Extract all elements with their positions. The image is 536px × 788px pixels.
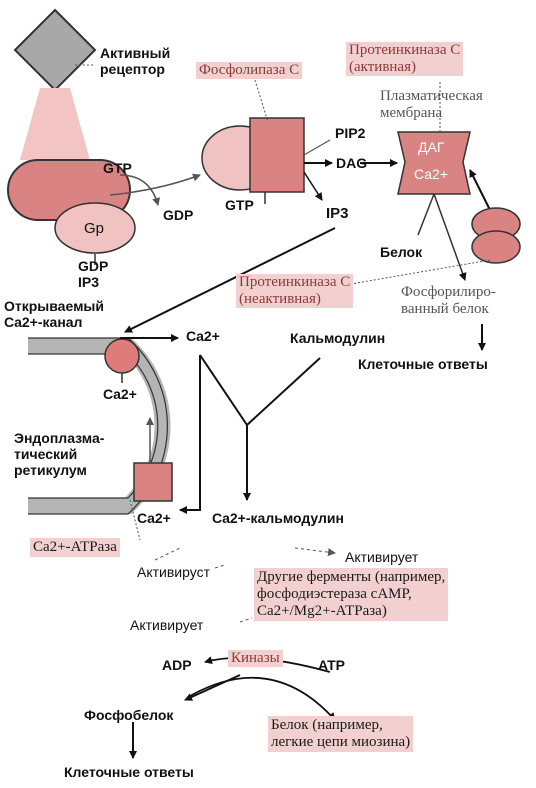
activates-1-label: Активируст [137, 564, 210, 580]
gtp-mid-label: GTP [225, 197, 254, 213]
phosphoprotein-label: Фосфобелок [84, 707, 174, 723]
er-label: Эндоплазма- тический ретикулум [14, 430, 105, 478]
plasma-membrane-label: Плазматическая мембрана [380, 88, 483, 121]
gdp-ip3-label: GDP IP3 [78, 258, 109, 290]
plc-box [249, 117, 305, 193]
atpase-pump [133, 462, 173, 502]
pkc-inactive-bottom [471, 230, 521, 264]
dag-label: DAG [336, 155, 368, 171]
activates-2-label: Активирует [345, 549, 419, 565]
activates-3-label: Активирует [130, 617, 204, 633]
adp-label: ADP [162, 657, 192, 673]
atpase-label: Ca2+-АТРаза [30, 538, 120, 557]
phospho-protein-label: Фосфорилиро- ванный белок [401, 284, 496, 317]
ca-channel-label: Ca2+ [103, 386, 137, 402]
calmodulin-label: Кальмодулин [290, 330, 386, 346]
ca-pump-label: Ca2+ [137, 510, 171, 526]
ca-out-label: Ca2+ [186, 328, 220, 344]
gdp-mid-label: GDP [163, 207, 194, 223]
ca-channel-circle [104, 338, 140, 374]
pkc-active-shape [397, 131, 471, 195]
protein-example-label: Белок (например, легкие цепи миозина) [268, 716, 414, 752]
other-enzymes-label: Другие ферменты (например, фосфодиэстера… [254, 568, 449, 621]
receptor-stalk [20, 88, 90, 160]
active-receptor-label: Активный рецептор [100, 45, 171, 77]
receptor-diamond [13, 8, 97, 92]
cell-response-2-label: Клеточные ответы [64, 764, 194, 780]
ca-dag-label: Са2+ [414, 166, 449, 182]
protein-label: Белок [380, 244, 423, 260]
ca-calmodulin-label: Ca2+-кальмодулин [212, 510, 344, 526]
atp-label: ATP [318, 657, 345, 673]
pip2-label: PIP2 [335, 125, 366, 141]
open-channel-label: Открываемый Ca2+-канал [4, 298, 104, 330]
ip3-label: IP3 [326, 205, 349, 222]
dag-ru-label: ДАГ [418, 139, 445, 155]
pkc-inactive-label: Протеинкиназа С (неактивная) [236, 274, 354, 308]
cell-response-1-label: Клеточные ответы [358, 356, 488, 372]
gp-subunit [54, 202, 136, 254]
pkc-active-label: Протеинкиназа С (активная) [346, 42, 464, 76]
kinases-label: Киназы [228, 650, 283, 667]
phospholipase-c-label: Фосфолипаза С [196, 62, 303, 79]
gp-label: Gp [84, 220, 105, 237]
gtp-left-label: GTP [103, 160, 132, 176]
